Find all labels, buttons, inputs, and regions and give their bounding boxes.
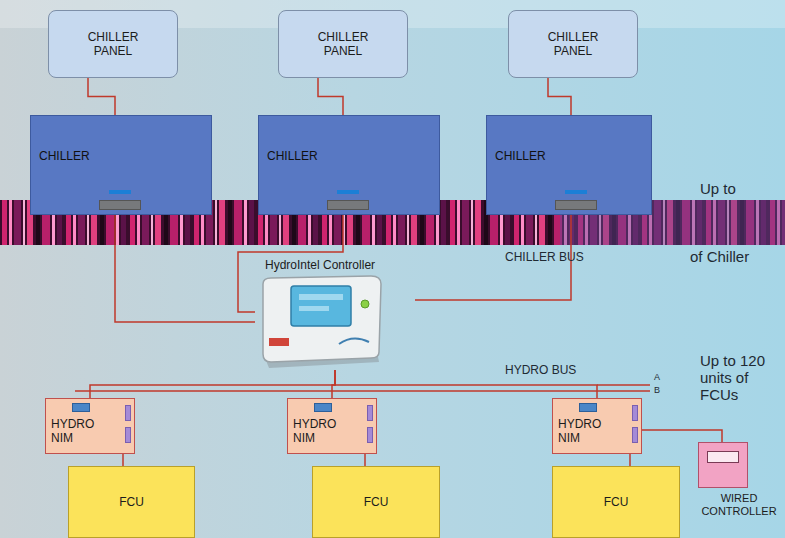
controller-illustration [257, 274, 387, 370]
node-label: FCU [364, 495, 389, 509]
note-text: Up to 120 units of FCUs [700, 352, 782, 403]
node-label: FCU [604, 495, 629, 509]
screen-detail [299, 306, 329, 311]
chiller-panel-box: CHILLER PANEL [508, 10, 638, 78]
node-label: WIRED CONTROLLER [696, 492, 782, 518]
nim-led [314, 403, 332, 412]
note-text: of Chiller [690, 248, 749, 265]
node-label: CHILLER [267, 149, 439, 163]
bus-wire-b [75, 390, 650, 392]
status-led [361, 300, 369, 308]
wire-connector [548, 78, 571, 115]
nim-led [579, 403, 597, 412]
node-label: HYDRO NIM [293, 417, 343, 445]
node-label: HydroIntel Controller [265, 258, 415, 272]
node-label: CHILLER [39, 149, 211, 163]
terminal-block [555, 200, 597, 210]
nim-port [632, 427, 638, 443]
wire-connector [90, 370, 335, 398]
signal-name: B [654, 385, 660, 395]
screen-detail [299, 294, 343, 300]
fcu-box: FCU [552, 466, 680, 538]
terminal-led [109, 190, 131, 194]
chiller-box: CHILLER [30, 115, 212, 215]
node-label: CHILLER PANEL [538, 30, 608, 58]
nim-port [125, 405, 131, 421]
wired-controller: WIRED CONTROLLER [696, 442, 782, 530]
node-label: HYDRO NIM [51, 417, 101, 445]
bus-wire-a [597, 384, 650, 386]
wire-connector [318, 78, 343, 115]
hydro-nim-box: HYDRO NIM [287, 398, 377, 454]
wire-connector [122, 454, 124, 466]
terminal-led [337, 190, 359, 194]
wire-connector [642, 430, 722, 442]
node-label: FCU [119, 495, 144, 509]
node-label: CHILLER PANEL [308, 30, 378, 58]
terminal-block [99, 200, 141, 210]
fcu-box: FCU [68, 466, 195, 538]
chiller-box: CHILLER [486, 115, 652, 215]
wire-connector [88, 78, 115, 115]
note-text: Up to [700, 180, 736, 197]
nim-port [367, 405, 373, 421]
wire-connector [364, 454, 366, 466]
fcu-box: FCU [312, 466, 440, 538]
device-screen [291, 286, 351, 326]
bus-name: HYDRO BUS [505, 363, 576, 377]
chiller-panel-box: CHILLER PANEL [278, 10, 408, 78]
chiller-panel-box: CHILLER PANEL [48, 10, 178, 78]
brand-badge [269, 338, 289, 346]
node-label: CHILLER [495, 149, 651, 163]
nim-port [125, 427, 131, 443]
nim-led [72, 403, 90, 412]
chiller-box: CHILLER [258, 115, 440, 215]
terminal-led [565, 190, 587, 194]
nim-port [632, 405, 638, 421]
node-label: CHILLER PANEL [78, 30, 148, 58]
controller-body [698, 442, 748, 488]
controller-screen [707, 451, 739, 463]
logo-swoosh [339, 338, 369, 344]
device-body [263, 276, 381, 362]
signal-name: A [654, 372, 660, 382]
hydro-nim-box: HYDRO NIM [552, 398, 642, 454]
terminal-block [327, 200, 369, 210]
nim-port [367, 427, 373, 443]
wire-connector [115, 215, 255, 322]
controller-device: HydroIntel Controller [255, 256, 415, 370]
hydro-nim-box: HYDRO NIM [45, 398, 135, 454]
wire-connector [629, 454, 631, 466]
node-label: HYDRO NIM [558, 417, 608, 445]
bus-name: CHILLER BUS [505, 250, 584, 264]
